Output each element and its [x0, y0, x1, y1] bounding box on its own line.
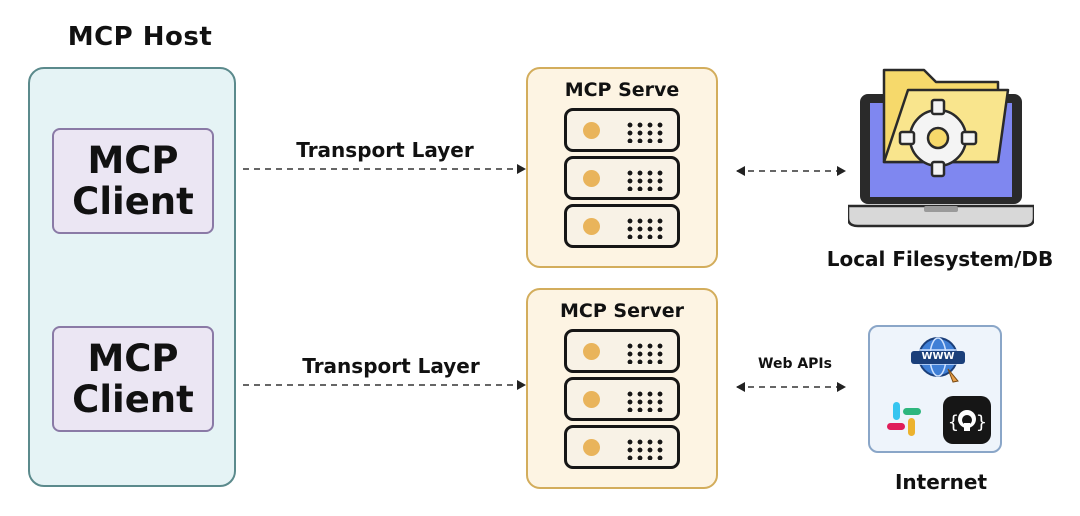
local-filesystem-label: Local Filesystem/DB: [826, 247, 1054, 271]
slack-icon: [887, 402, 921, 436]
host-title: MCP Host: [67, 22, 213, 52]
internet-label: Internet: [894, 470, 988, 494]
mcp-server-box-2: MCP Server: [526, 288, 718, 489]
globe-www-icon: [911, 337, 965, 383]
client-label-line1: MCP: [87, 138, 179, 182]
mcp-client-1: MCP Client: [52, 128, 214, 234]
internet-box: WWW { }: [868, 325, 1002, 453]
transport-layer-label-1: Transport Layer: [296, 138, 474, 162]
server-rack-icon: [564, 156, 680, 200]
mcp-client-2: MCP Client: [52, 326, 214, 432]
server-rack-icon: [564, 108, 680, 152]
mcp-server-box-1: MCP Serve: [526, 67, 718, 268]
client-label-line2: Client: [72, 378, 194, 421]
www-text: WWW: [921, 351, 955, 362]
client-label-line2: Client: [72, 180, 194, 223]
svg-text:}: }: [976, 412, 987, 433]
laptop-folder-icon: [848, 68, 1034, 228]
server-rack-icon: [564, 204, 680, 248]
server-title: MCP Serve: [564, 79, 680, 101]
server-rack-icon: [564, 425, 680, 469]
server-rack-icon: [564, 329, 680, 373]
svg-text:{: {: [948, 412, 959, 433]
client-label-line1: MCP: [87, 336, 179, 380]
server-rack-icon: [564, 377, 680, 421]
github-code-icon: { }: [943, 396, 991, 444]
server-title: MCP Server: [560, 300, 684, 322]
transport-layer-label-2: Transport Layer: [302, 354, 480, 378]
web-apis-label: Web APIs: [758, 356, 832, 372]
